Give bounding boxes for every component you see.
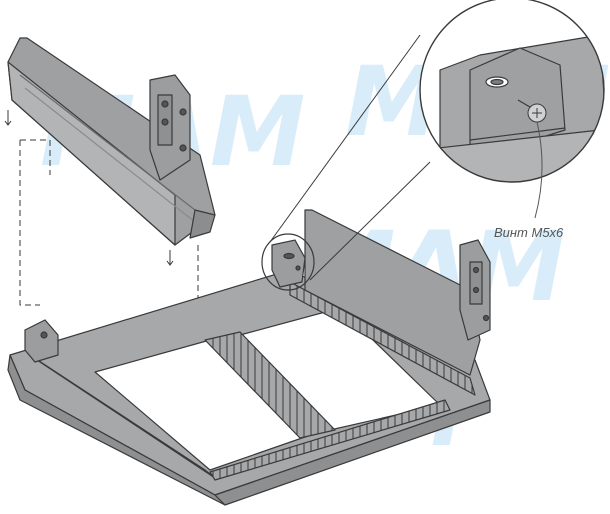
screw-m5x6-icon (527, 103, 547, 123)
zoom-slot-inner (490, 78, 504, 86)
right-side-wall (304, 209, 491, 376)
connector-screw (295, 265, 301, 271)
side-front-cap (189, 209, 216, 239)
bracket-screw-1 (161, 100, 169, 108)
down-arrow-left (4, 110, 12, 126)
right-bracket-screw-1 (472, 266, 480, 274)
callout-leader-line (534, 121, 543, 219)
right-bracket-screw-2 (472, 286, 480, 294)
left-front-hole (40, 331, 48, 339)
down-arrow-right (166, 250, 174, 266)
bracket-screw-4 (179, 144, 187, 152)
center-rail (204, 331, 336, 439)
zoom-detail (419, 0, 605, 183)
connector-slot (283, 252, 295, 260)
back-rail (209, 399, 451, 481)
detail-highlight-ellipse (261, 233, 315, 291)
connector-piece (271, 239, 306, 288)
right-bracket-plate (469, 261, 483, 305)
screw-callout-label: Винт М5х6 (494, 225, 564, 240)
frame-right-edge (214, 399, 491, 506)
drawer-frame (7, 269, 491, 506)
down-arrows (4, 110, 174, 266)
right-rail (289, 281, 476, 396)
bracket-screw-2 (161, 118, 169, 126)
zoom-fold-line (469, 127, 566, 141)
zoom-circle-border (419, 0, 605, 183)
left-front-bracket (24, 319, 59, 363)
bracket-screw-3 (179, 108, 187, 116)
drawer-side-panel (7, 37, 216, 246)
zoom-leader-lines (269, 34, 431, 281)
right-bracket-screw-3 (482, 314, 490, 322)
